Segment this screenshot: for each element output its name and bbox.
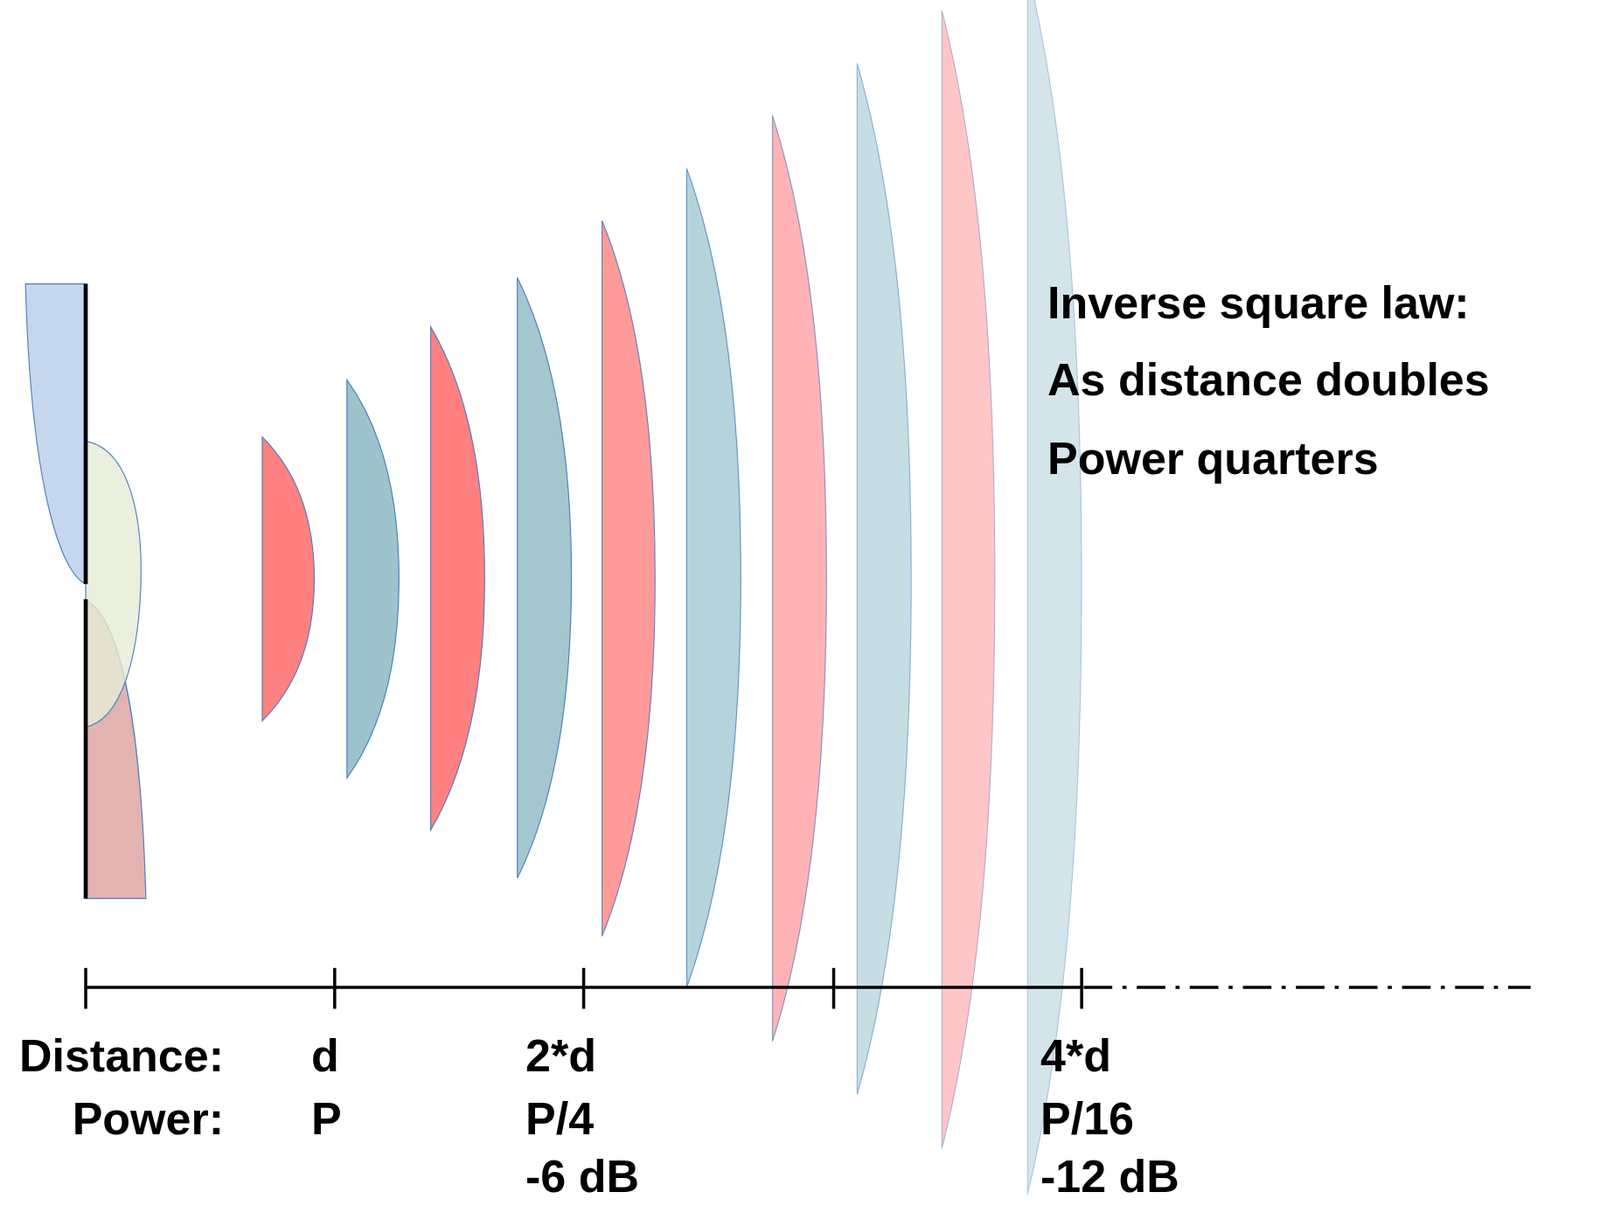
wavefront xyxy=(941,10,995,1149)
annotation: Power quarters xyxy=(1047,432,1379,486)
axis-extension xyxy=(1083,985,1531,989)
power-value: P/4 xyxy=(525,1092,594,1146)
axis-tick xyxy=(333,967,337,1009)
wavefront xyxy=(686,168,741,988)
source-plate xyxy=(83,598,89,898)
power-value: P/16 xyxy=(1040,1092,1134,1146)
wavefront xyxy=(517,278,572,878)
wavefront xyxy=(772,115,827,1042)
distance-value: d xyxy=(311,1029,340,1083)
distance-value: 2*d xyxy=(525,1029,597,1083)
axis-ticks xyxy=(85,967,1082,1009)
axis-tick xyxy=(1079,967,1084,1009)
axis-label: Power: xyxy=(72,1092,224,1146)
wavefront xyxy=(602,220,656,936)
annotation: Inverse square law: xyxy=(1047,277,1470,330)
axis-tick xyxy=(832,967,836,1009)
decibel-value: -12 dB xyxy=(1040,1150,1180,1204)
axis-label: Distance: xyxy=(19,1029,224,1083)
distance-value: 4*d xyxy=(1040,1029,1112,1083)
source-lobe xyxy=(85,440,141,727)
axis-tick xyxy=(582,967,586,1009)
wavefront xyxy=(1027,0,1082,1195)
wavefront xyxy=(262,437,315,722)
decibel-value: -6 dB xyxy=(525,1150,640,1204)
axis-tick xyxy=(83,967,88,1009)
annotation: As distance doubles xyxy=(1047,354,1490,407)
wavefront xyxy=(856,62,912,1094)
source-lobe xyxy=(25,284,86,585)
wavefront xyxy=(431,326,486,831)
wavefronts xyxy=(262,0,1082,1195)
wavefront xyxy=(347,379,400,778)
power-value: P xyxy=(311,1092,342,1146)
source-plate xyxy=(83,284,89,585)
